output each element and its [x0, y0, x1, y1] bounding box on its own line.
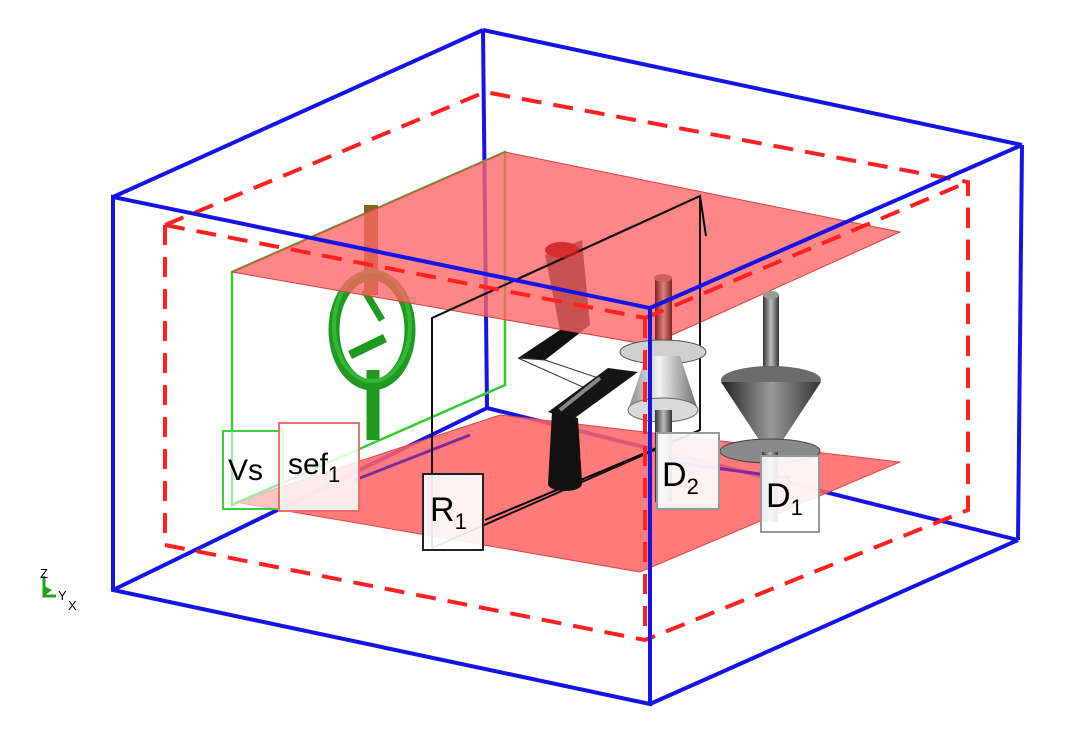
label-r1-sub: 1 [454, 509, 467, 534]
resistor-top-cap [545, 242, 579, 258]
inner-box-top-front [164, 223, 646, 320]
axis-z-label: Z [40, 566, 48, 581]
label-d2[interactable]: D2 [656, 432, 720, 510]
axis-triad-icon[interactable]: Z Y X [38, 566, 90, 618]
label-d1[interactable]: D1 [760, 455, 820, 533]
bounding-box-front [111, 28, 1024, 707]
label-d1-text: D [766, 477, 791, 515]
label-r1-text: R [430, 491, 455, 529]
label-d2-text: D [662, 456, 687, 494]
label-vs[interactable]: Vs [222, 430, 284, 510]
axis-y-label: Y [58, 588, 67, 603]
axis-x-label: X [68, 598, 77, 613]
label-d2-sub: 2 [686, 474, 699, 499]
label-sef1[interactable]: sef1 [278, 422, 360, 512]
resistor-frame [431, 194, 701, 550]
label-sef1-text: sef [288, 448, 329, 481]
inner-box-top-right [644, 180, 969, 320]
label-d1-sub: 1 [790, 495, 803, 520]
label-vs-text: Vs [228, 454, 264, 487]
label-sef1-sub: 1 [328, 462, 341, 487]
label-r1[interactable]: R1 [422, 473, 484, 551]
